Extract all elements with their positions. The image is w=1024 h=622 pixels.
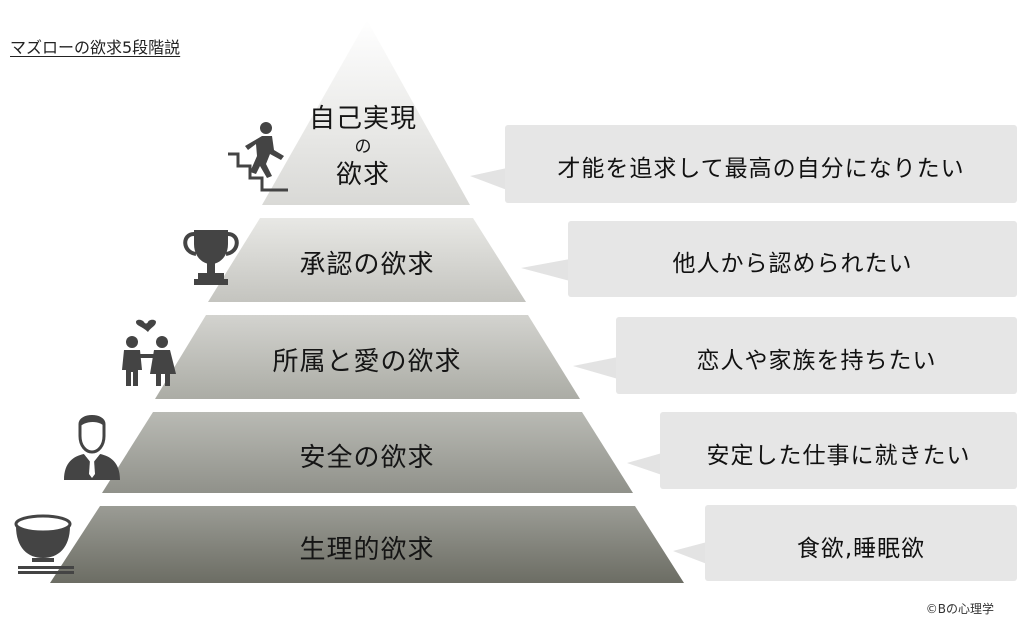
callout-bubble-3: [573, 317, 1017, 394]
pyramid-tier-safety: [102, 412, 633, 493]
callout-bubble-4: [627, 412, 1017, 489]
tier-label-line3: 欲求: [335, 160, 390, 190]
copyright-credit: ©Bの心理学: [925, 602, 994, 616]
tier-label-esteem: 承認の欲求: [299, 250, 435, 280]
page-title: マズローの欲求5段階説: [10, 38, 181, 57]
rice-bowl-icon: [14, 514, 74, 574]
callout-bubble-5: [673, 505, 1017, 581]
tier-label-line2: の: [354, 137, 372, 157]
pyramid-tier-physiological: [50, 506, 684, 583]
pyramid-tier-love: [155, 315, 580, 399]
callout-text-2: 他人から認められたい: [672, 251, 913, 277]
tier-label-love: 所属と愛の欲求: [272, 347, 462, 377]
pyramid-tier-self-actualization: [262, 20, 470, 205]
callout-text-3: 恋人や家族を持ちたい: [696, 348, 937, 374]
tier-label-safety: 安全の欲求: [299, 443, 435, 473]
callout-text-4: 安定した仕事に就きたい: [706, 443, 971, 469]
trophy-icon: [183, 230, 239, 285]
businessman-icon: [64, 415, 120, 480]
stairs-runner-icon: [228, 122, 288, 192]
couple-heart-icon: [122, 319, 176, 386]
tier-label-physiological: 生理的欲求: [299, 535, 435, 565]
callout-bubble-1: [470, 125, 1017, 203]
callout-bubble-2: [521, 221, 1017, 297]
pyramid-tier-esteem: [208, 218, 526, 302]
tier-label-self-actualization: 自己実現 の 欲求: [300, 103, 426, 191]
tier-label-line1: 自己実現: [308, 104, 417, 134]
callout-text-1: 才能を追求して最高の自分になりたい: [557, 156, 965, 182]
callout-text-5: 食欲,睡眠欲: [796, 536, 926, 562]
